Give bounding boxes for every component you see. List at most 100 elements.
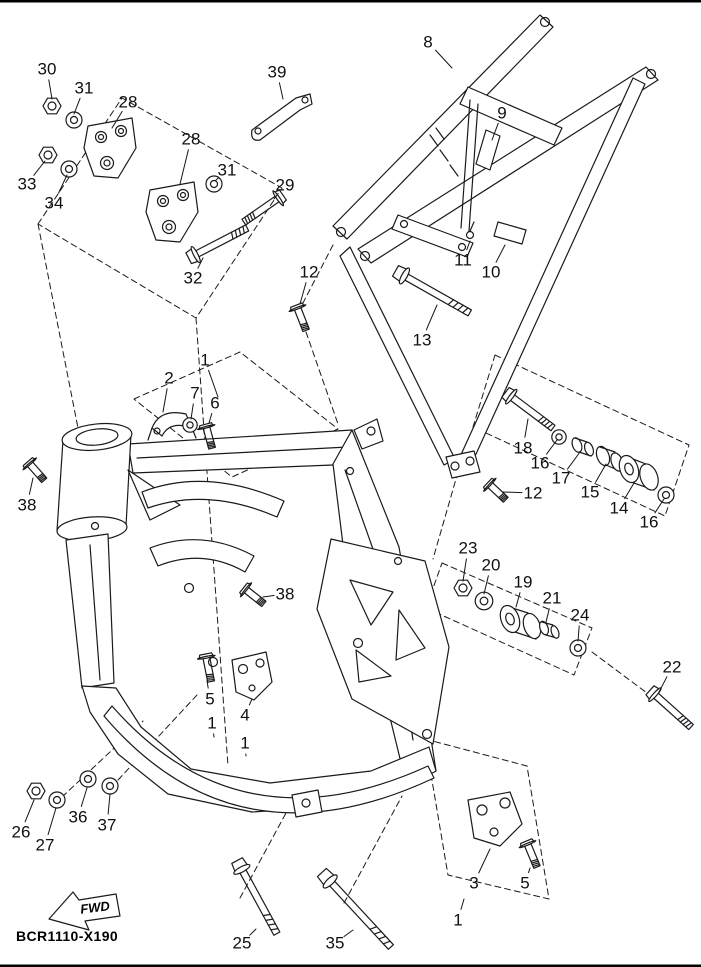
callout-leader-22 bbox=[659, 677, 667, 692]
callout-leader-3 bbox=[479, 849, 490, 873]
callout-leader-7 bbox=[191, 404, 193, 419]
callout-12: 12 bbox=[523, 483, 543, 503]
fwd-arrow-icon bbox=[49, 892, 120, 930]
callout-10: 10 bbox=[481, 262, 501, 282]
callout-9: 9 bbox=[497, 103, 507, 123]
callout-leader-4 bbox=[249, 699, 252, 705]
stay-39 bbox=[252, 94, 312, 140]
callout-7: 7 bbox=[190, 383, 200, 403]
callout-leader-28 bbox=[180, 150, 188, 184]
callout-leader-14 bbox=[625, 483, 634, 499]
callout-leader-12 bbox=[503, 492, 522, 493]
washer-27 bbox=[48, 791, 66, 809]
callout-26: 26 bbox=[11, 822, 31, 842]
callout-leader-19 bbox=[516, 593, 520, 607]
callout-leader-16 bbox=[655, 499, 664, 513]
callout-13: 13 bbox=[412, 330, 432, 350]
callout-leader-1 bbox=[209, 370, 218, 397]
callout-37: 37 bbox=[97, 815, 117, 835]
callout-leader-lines bbox=[25, 50, 667, 937]
damper-plate-9 bbox=[476, 130, 500, 170]
callout-14: 14 bbox=[609, 498, 629, 518]
callout-leader-12 bbox=[300, 283, 306, 304]
callout-leader-26 bbox=[25, 800, 34, 822]
part-code: BCR1110-X190 bbox=[16, 928, 119, 944]
callout-leader-27 bbox=[48, 808, 56, 835]
callout-leader-28 bbox=[112, 111, 122, 128]
callout-1: 1 bbox=[453, 910, 463, 930]
washer-24 bbox=[569, 639, 587, 657]
washer-37 bbox=[101, 777, 119, 795]
callout-1: 1 bbox=[200, 350, 210, 370]
main-frame bbox=[56, 419, 449, 817]
bracket-4 bbox=[232, 652, 272, 700]
callout-leader-17 bbox=[568, 452, 581, 469]
callout-leader-33 bbox=[34, 161, 45, 175]
callout-29: 29 bbox=[275, 175, 295, 195]
callout-leader-8 bbox=[436, 50, 453, 68]
page-top-edge bbox=[0, 0, 701, 3]
callout-15: 15 bbox=[580, 482, 600, 502]
callout-leader-32 bbox=[198, 258, 203, 268]
callout-30: 30 bbox=[37, 59, 57, 79]
rear-subframe bbox=[333, 15, 658, 478]
callout-leader-21 bbox=[546, 609, 549, 622]
callout-32: 32 bbox=[183, 268, 203, 288]
callout-16: 16 bbox=[639, 512, 659, 532]
callout-1: 1 bbox=[207, 713, 217, 733]
washer-34 bbox=[60, 160, 78, 178]
callout-39: 39 bbox=[267, 62, 287, 82]
callout-3: 3 bbox=[469, 873, 479, 893]
callout-24: 24 bbox=[570, 605, 590, 625]
callout-leader-38 bbox=[263, 596, 274, 598]
bolt-32 bbox=[183, 219, 252, 267]
bolt-12-right bbox=[481, 475, 513, 507]
callout-36: 36 bbox=[68, 807, 88, 827]
bolt-5-left bbox=[196, 651, 221, 684]
callout-12: 12 bbox=[299, 262, 319, 282]
callout-38: 38 bbox=[17, 495, 37, 515]
callout-23: 23 bbox=[458, 538, 478, 558]
bolt-22 bbox=[643, 683, 698, 735]
callout-11: 11 bbox=[454, 250, 472, 270]
callout-6: 6 bbox=[210, 393, 220, 413]
callout-16: 16 bbox=[530, 453, 550, 473]
damper-19 bbox=[497, 603, 544, 641]
clip-11 bbox=[467, 222, 475, 239]
washer-16-b bbox=[657, 486, 675, 504]
callout-8: 8 bbox=[423, 32, 433, 52]
callout-leader-6 bbox=[209, 414, 212, 424]
callout-38: 38 bbox=[275, 584, 295, 604]
engine-bracket-28-left bbox=[84, 118, 136, 178]
engine-bracket-28-right bbox=[146, 182, 198, 242]
callout-21: 21 bbox=[542, 588, 562, 608]
callout-1: 1 bbox=[240, 733, 250, 753]
washer-16-a bbox=[551, 429, 567, 445]
nut-33 bbox=[38, 146, 58, 164]
callout-leader-11 bbox=[467, 241, 470, 250]
callout-leader-29 bbox=[274, 194, 278, 199]
callout-33: 33 bbox=[17, 174, 37, 194]
bolt-38-left bbox=[20, 455, 52, 487]
callout-leader-5 bbox=[529, 868, 531, 873]
callout-leader-39 bbox=[279, 83, 283, 99]
callout-4: 4 bbox=[240, 705, 250, 725]
callout-5: 5 bbox=[205, 689, 215, 709]
callout-leader-5 bbox=[207, 681, 208, 688]
callout-22: 22 bbox=[662, 657, 682, 677]
callout-leader-10 bbox=[496, 245, 505, 262]
callout-leader-16 bbox=[547, 440, 558, 454]
callout-31: 31 bbox=[217, 160, 237, 180]
callout-leader-31 bbox=[216, 177, 219, 180]
callout-5: 5 bbox=[520, 873, 530, 893]
bolt-38-mid bbox=[237, 580, 270, 612]
callout-leader-31 bbox=[74, 98, 80, 114]
callout-25: 25 bbox=[232, 933, 252, 953]
callout-28: 28 bbox=[181, 129, 201, 149]
callout-leader-35 bbox=[344, 930, 353, 937]
callout-leader-38 bbox=[29, 478, 33, 494]
callout-17: 17 bbox=[551, 468, 571, 488]
callout-leader-37 bbox=[108, 794, 110, 814]
callout-leader-30 bbox=[49, 80, 52, 99]
